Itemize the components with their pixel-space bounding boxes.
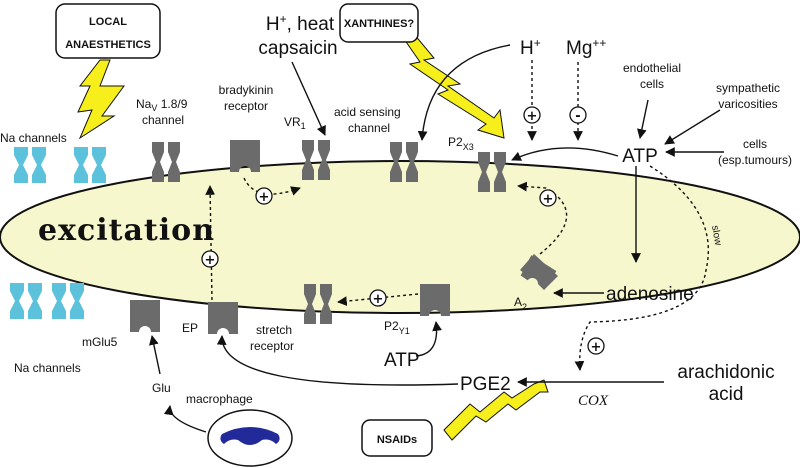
plus-circle-cox <box>587 337 605 355</box>
bradykinin-receptor-shape <box>230 140 260 172</box>
local-anaesthetics-text-2: ANAESTHETICS <box>65 39 151 51</box>
p2y1-label: P2Y1 <box>384 319 410 336</box>
arrow-endothelial-to-atp <box>637 99 649 139</box>
nsaids-text: NSAIDs <box>377 434 417 446</box>
glu-label: Glu <box>152 381 171 395</box>
minus-circle-mg <box>569 106 587 124</box>
local-anaesthetics-text-1: LOCAL <box>89 16 127 28</box>
h-heat-label-1: H+, heat <box>266 12 335 35</box>
p2x3-channel-shape <box>478 152 506 192</box>
na-channels-top <box>14 147 106 183</box>
minus-sign-mg: - <box>575 109 580 124</box>
cells-label-1: cells <box>743 137 767 151</box>
plus-circle-hplus <box>523 106 541 124</box>
vr1-channel-shape <box>302 140 330 180</box>
arrow-sympathetic-to-atp <box>664 109 721 145</box>
sympathetic-label-1: sympathetic <box>716 81 780 95</box>
bradykinin-label-1: bradykinin <box>219 83 274 97</box>
arachidonic-label-1: arachidonic <box>677 362 774 383</box>
stretch-label-1: stretch <box>256 323 292 337</box>
arrow-hheat-to-vr1 <box>291 61 326 136</box>
dashed-a2-to-p2x3 <box>517 181 568 255</box>
plus-sign-cox: + <box>591 340 602 355</box>
a2-receptor-body <box>520 254 558 290</box>
atp-bottom-label: ATP <box>384 350 420 371</box>
arachidonic-label-2: acid <box>709 384 744 405</box>
nav-channel-shape <box>152 142 180 182</box>
cells-label-2: (esp.tumours) <box>718 153 792 167</box>
a2-label: A2 <box>514 295 527 312</box>
endothelial-label-2: cells <box>640 77 664 91</box>
xanthines-text: XANTHINES? <box>344 18 415 30</box>
macrophage-label: macrophage <box>186 392 253 406</box>
plus-sign-bradykinin: + <box>259 190 270 205</box>
pge2-label: PGE2 <box>460 374 511 395</box>
na-channels-top-label: Na channels <box>0 131 67 145</box>
local-anaesthetics-box <box>55 3 161 59</box>
dashed-stretch-to-nav <box>205 185 216 301</box>
slow-label: slow <box>709 225 723 247</box>
ep-label: EP <box>182 321 198 335</box>
stretch-label-2: receptor <box>250 339 294 353</box>
plus-sign-a2: + <box>543 192 554 207</box>
nsaids-box <box>361 419 433 457</box>
p2y1-partner-channel-shape <box>304 284 332 324</box>
endothelial-label-1: endothelial <box>623 61 681 75</box>
arrow-pge2-to-stretch <box>216 335 459 386</box>
nav-channel-label: NaV 1.8/9 <box>136 97 188 113</box>
dashed-atp-slow-to-cox <box>574 165 710 371</box>
plus-sign-stretch: + <box>205 253 216 268</box>
h-plus-label: H+ <box>520 36 541 59</box>
mglu5-receptor-shape <box>130 300 160 332</box>
plus-sign-p2y1: + <box>373 292 384 307</box>
xanthines-box <box>339 3 419 43</box>
mg-label: Mg++ <box>566 36 606 59</box>
xanthines-lightning <box>401 33 505 139</box>
nerve-terminal-cell <box>0 160 800 314</box>
local-anaesthetics-lightning <box>77 59 125 140</box>
adenosine-label: adenosine <box>606 284 694 305</box>
plus-circle-bradykinin <box>255 187 273 205</box>
cox-label: COX <box>578 393 609 409</box>
plus-sign-hplus: + <box>527 109 538 124</box>
nav-channel-label-2: channel <box>142 113 184 127</box>
acid-sensing-label-2: channel <box>348 121 390 135</box>
arrow-glu-to-mglu5 <box>149 335 161 375</box>
macrophage-nucleus <box>220 427 280 445</box>
acid-sensing-channel-shape <box>390 142 418 182</box>
p2y1-receptor-shape <box>420 284 450 316</box>
mglu5-label: mGlu5 <box>82 335 118 349</box>
acid-sensing-label-1: acid sensing <box>334 105 401 119</box>
p2x3-label: P2X3 <box>448 135 474 152</box>
stretch-receptor-shape <box>208 302 238 334</box>
arrow-atp-to-p2x3 <box>511 147 619 161</box>
vr1-label: VR1 <box>284 115 306 131</box>
bradykinin-label-2: receptor <box>224 99 268 113</box>
arrow-atp-to-p2y1 <box>415 321 442 357</box>
plus-circle-p2y1 <box>369 289 387 307</box>
sympathetic-label-2: varicosities <box>718 97 777 111</box>
arrow-hplus-to-acid <box>417 44 511 141</box>
dashed-p2y1-to-channel <box>337 293 419 306</box>
na-channels-bottom-label: Na channels <box>14 361 81 375</box>
plus-circle-a2 <box>539 189 557 207</box>
atp-right-label: ATP <box>622 146 658 167</box>
na-channels-bottom <box>10 283 84 319</box>
plus-circle-stretch <box>201 250 219 268</box>
nsaids-lightning <box>443 379 549 441</box>
h-heat-label-2: capsaicin <box>258 38 337 59</box>
excitation-label: excitation <box>38 213 215 248</box>
arrow-macrophage-to-glu <box>163 405 207 433</box>
